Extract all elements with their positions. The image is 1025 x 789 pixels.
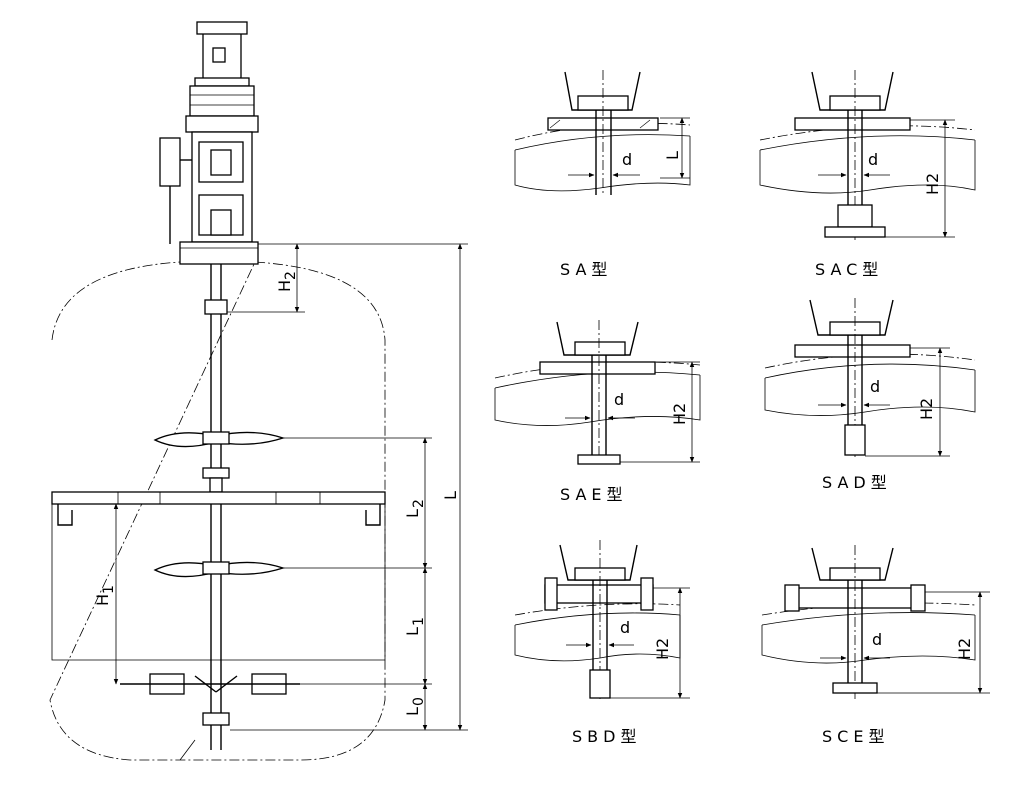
dim-label-H1: H [93,594,112,606]
bottom-bearing [202,712,230,726]
detail-sbd-diameter: d [620,618,630,637]
side-gauge [159,137,192,244]
detail-sa-diameter: d [622,150,632,169]
detail-sac-caption: SAC型 [815,260,883,279]
middle-impeller [153,561,286,578]
detail-sa: d L SA型 [514,70,691,279]
mounting-flange [179,241,259,265]
detail-sae: d H2 SAE型 [494,320,701,504]
detail-sbd-dim: H2 [653,638,672,660]
dim-label-L0: L [403,707,422,716]
dim-label-L: L [441,491,460,500]
detail-sce: d H2 SCE型 [761,545,990,746]
dim-label-L0-sub: 0 [411,697,427,706]
main-agitator-drawing: L H 2 L 2 L 1 L 0 H 1 [49,21,468,761]
bottom-impeller [120,673,300,695]
dim-label-L1-sub: 1 [411,617,427,626]
detail-sce-dim: H2 [955,638,974,660]
detail-sad-diameter: d [870,377,880,396]
upper-impeller [153,431,286,493]
dim-label-L2: L [403,509,422,518]
agitator-shaft [204,264,228,750]
motor [194,21,250,87]
detail-sa-dim: L [663,151,682,160]
detail-sae-caption: SAE型 [560,485,628,504]
vessel-outline [49,261,386,761]
detail-sce-diameter: d [872,630,882,649]
dim-label-L1: L [403,627,422,636]
dim-label-H2-sub: 2 [283,271,299,280]
detail-sad-dim: H2 [917,398,936,420]
vessel-inner-line [51,500,386,661]
detail-sbd: d H2 SBD型 [514,540,690,746]
detail-sce-caption: SCE型 [822,727,889,746]
dim-label-H2: H [275,280,294,292]
detail-sac: d H2 SAC型 [759,70,976,279]
detail-sae-dim: H2 [670,403,689,425]
detail-sad: d H2 SAD型 [764,298,976,492]
detail-sac-diameter: d [868,150,878,169]
gear-reducer [185,85,259,243]
detail-sa-caption: SA型 [560,260,612,279]
support-beam [51,491,386,526]
dim-label-L2-sub: 2 [411,499,427,508]
dim-label-H1-sub: 1 [101,585,117,594]
detail-sae-diameter: d [614,390,624,409]
detail-sad-caption: SAD型 [822,473,892,492]
detail-sbd-caption: SBD型 [572,727,641,746]
detail-sac-dim: H2 [923,173,942,195]
